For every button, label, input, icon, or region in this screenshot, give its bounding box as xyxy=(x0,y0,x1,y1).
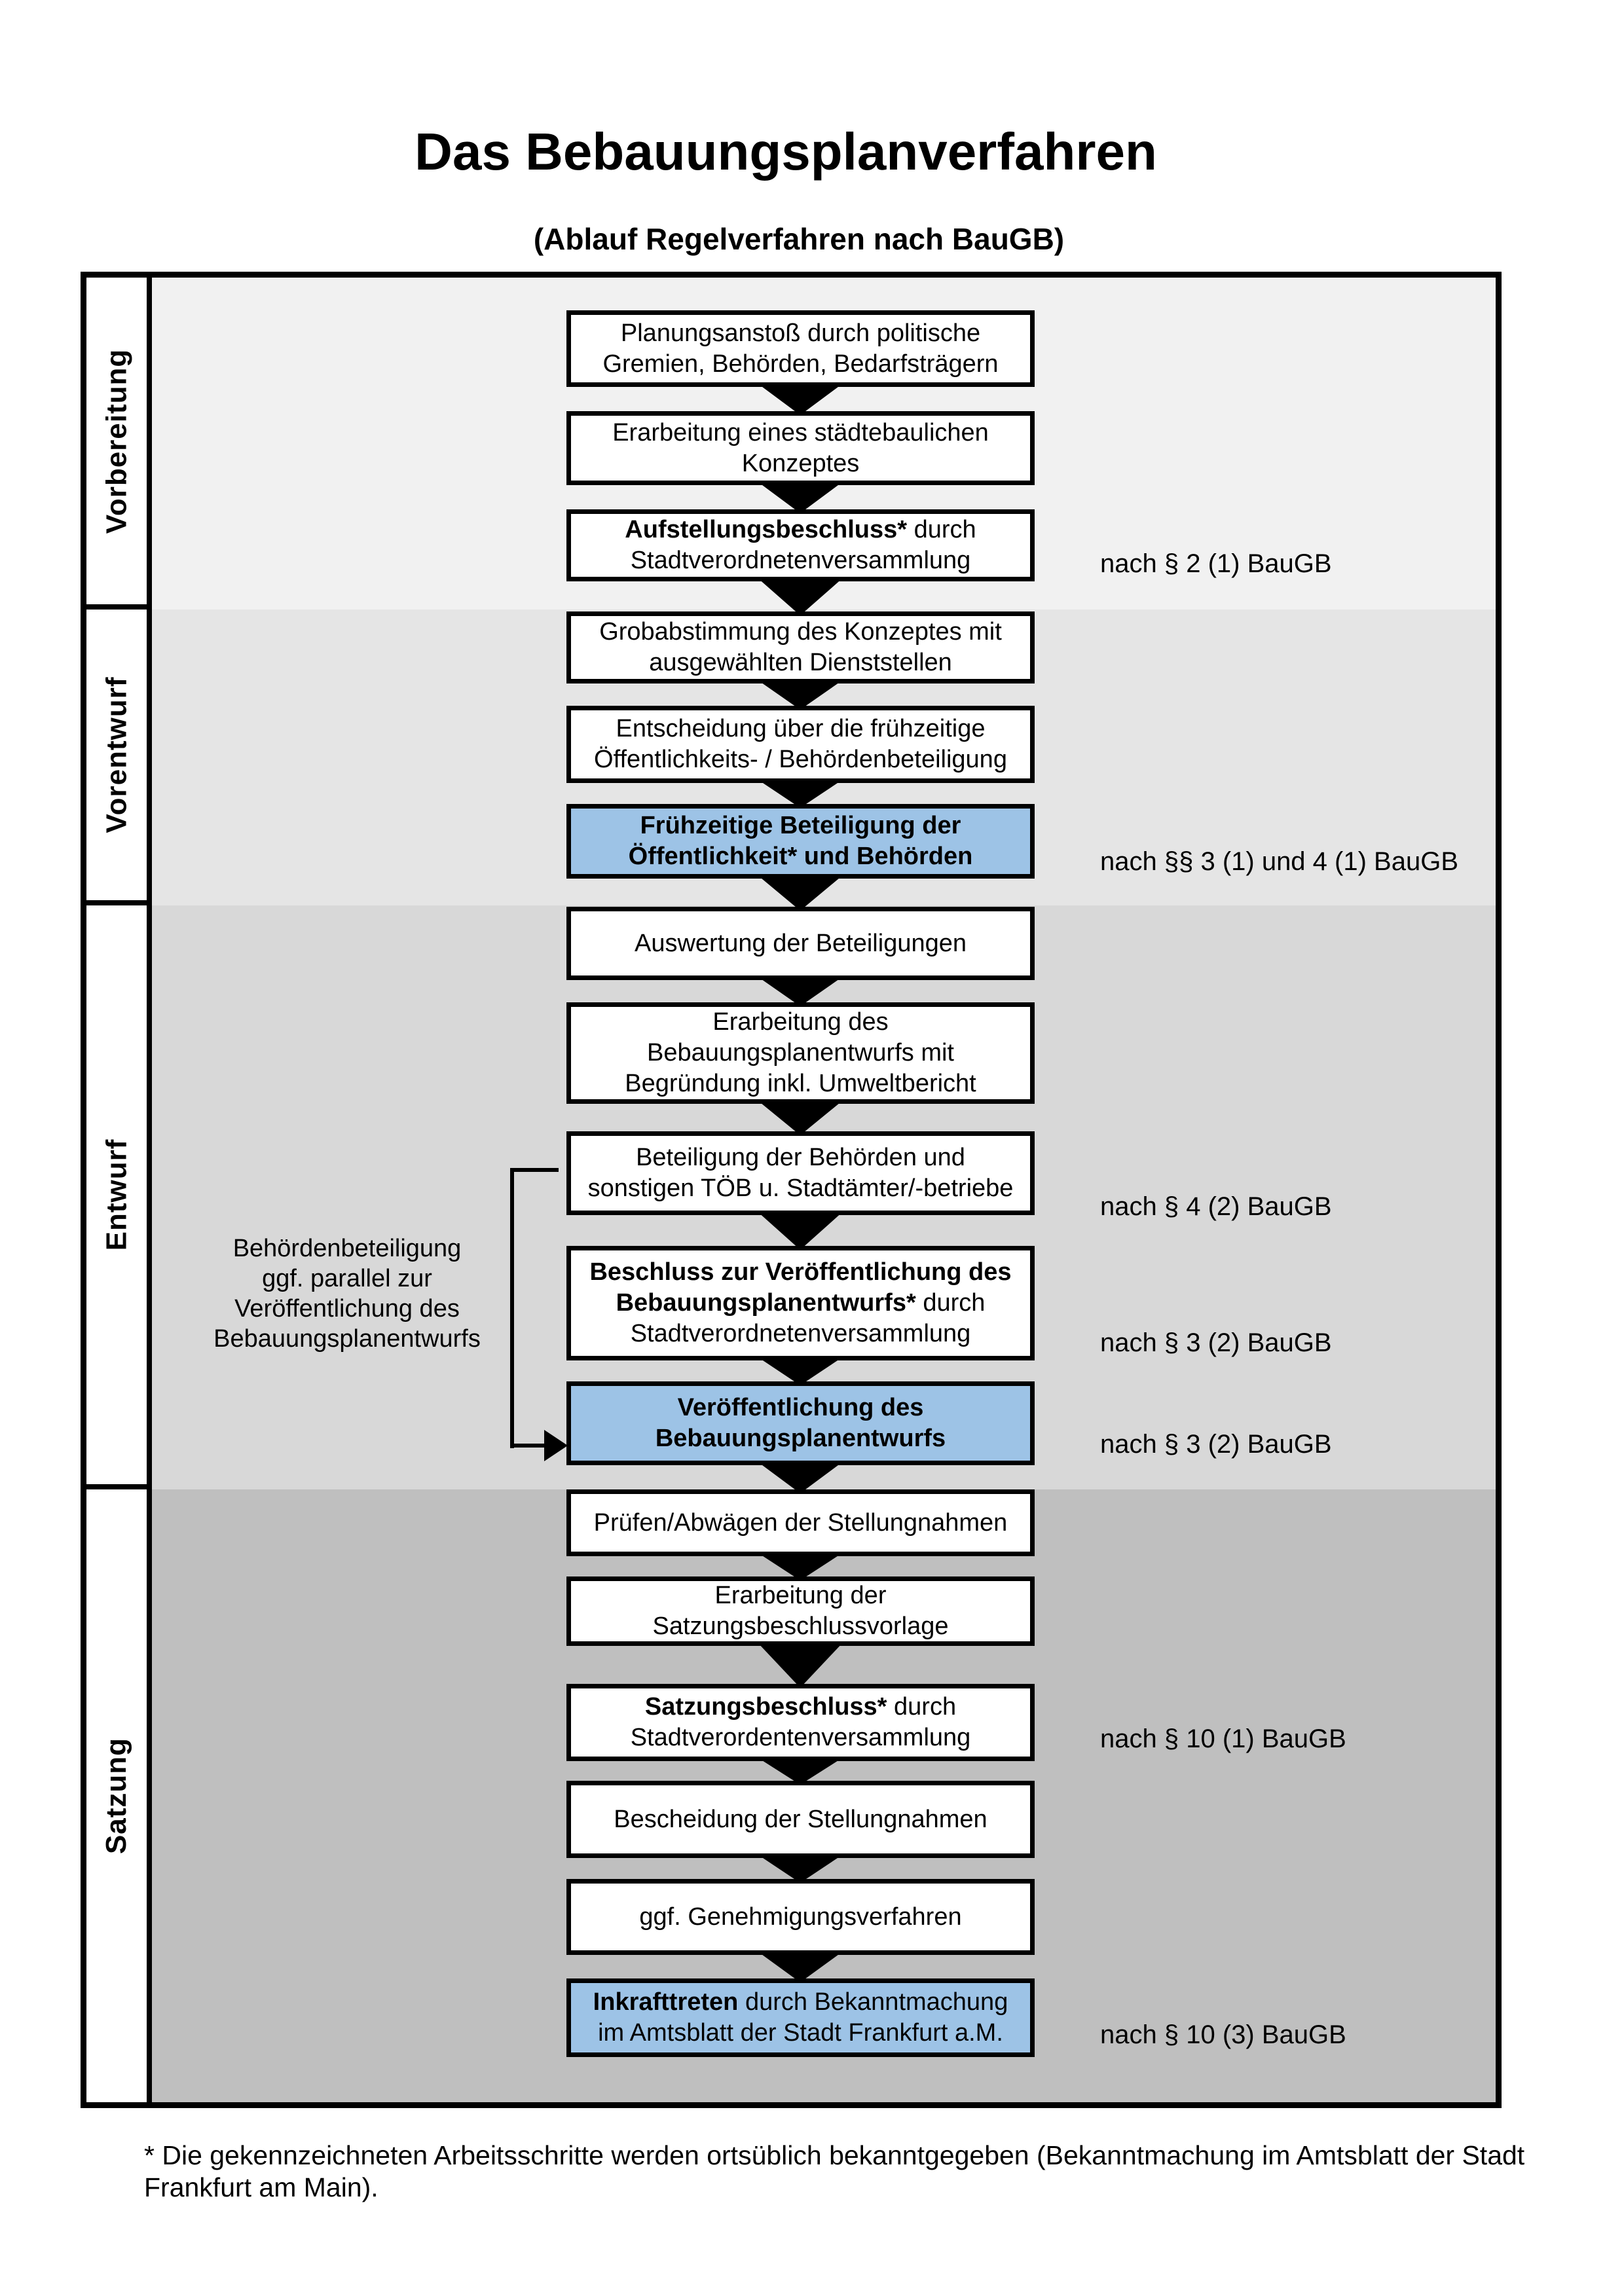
process-box-7: Auswertung der Beteiligungen xyxy=(566,907,1035,980)
process-box-line: Stadtverordnetenversammlung xyxy=(630,547,971,574)
phase-label: Vorentwurf xyxy=(100,676,132,833)
process-box-line: Stadtverordnetenversammlung xyxy=(630,1320,971,1347)
process-box-line: ggf. Genehmigungsverfahren xyxy=(639,1903,962,1931)
flow-arrow-down-icon xyxy=(757,1461,843,1493)
process-box-line: Erarbeitung der xyxy=(714,1582,887,1609)
legal-reference: nach § 2 (1) BauGB xyxy=(1100,549,1332,578)
flow-arrow-down-icon xyxy=(757,383,843,415)
annotation-connector-bottom xyxy=(510,1444,547,1448)
flow-arrow-down-icon xyxy=(757,1951,843,1982)
process-box-line: Erarbeitung des xyxy=(712,1008,889,1036)
process-box-17: Inkrafttreten durch Bekanntmachung im Amt… xyxy=(566,1978,1035,2057)
process-box-line: Gremien, Behörden, Bedarfsträgern xyxy=(602,350,999,378)
phase-label-cell-vorentwurf: Vorentwurf xyxy=(86,610,152,905)
process-box-line: Bebauungsplanentwurfs* durch xyxy=(616,1289,986,1317)
flow-arrow-down-icon xyxy=(757,1642,843,1688)
legal-reference: nach § 10 (3) BauGB xyxy=(1100,2020,1346,2049)
phase-label-cell-satzung: Satzung xyxy=(86,1489,152,2102)
phase-label: Vorbereitung xyxy=(100,348,132,534)
process-box-4: Grobabstimmung des Konzeptes mit ausgewäh… xyxy=(566,611,1035,683)
process-box-line: Bebauungsplanentwurfs xyxy=(655,1425,946,1452)
process-box-line: Inkrafttreten durch Bekanntmachung xyxy=(593,1988,1008,2016)
page-title: Das Bebauungsplanverfahren xyxy=(415,122,1157,181)
flow-arrow-down-icon xyxy=(757,1100,843,1135)
process-box-line: Stadtverordentenversammlung xyxy=(630,1724,971,1751)
process-box-line: Entscheidung über die frühzeitige xyxy=(616,715,986,742)
process-box-line: Bescheidung der Stellungnahmen xyxy=(614,1805,987,1833)
process-box-line: ausgewählten Dienststellen xyxy=(649,649,952,676)
process-box-line: im Amtsblatt der Stadt Frankfurt a.M. xyxy=(598,2019,1003,2047)
phase-label: Entwurf xyxy=(100,1139,133,1251)
flow-arrow-down-icon xyxy=(757,1854,843,1883)
process-box-line: Prüfen/Abwägen der Stellungnahmen xyxy=(593,1508,1008,1537)
phase-label-cell-entwurf: Entwurf xyxy=(86,905,152,1489)
process-box-line: Öffentlichkeit* und Behörden xyxy=(628,843,973,870)
legal-reference: nach § 10 (1) BauGB xyxy=(1100,1724,1346,1753)
process-box-line: Auswertung der Beteiligungen xyxy=(634,929,967,957)
legal-reference: nach §§ 3 (1) und 4 (1) BauGB xyxy=(1100,847,1458,876)
process-box-line: Konzeptes xyxy=(741,449,860,477)
process-box-16: ggf. Genehmigungsverfahren xyxy=(566,1879,1035,1955)
legal-reference: nach § 4 (2) BauGB xyxy=(1100,1192,1332,1221)
process-box-line: Grobabstimmung des Konzeptes mit xyxy=(599,618,1002,646)
flow-arrow-down-icon xyxy=(757,680,843,710)
flow-arrow-down-icon xyxy=(757,577,843,615)
process-box-line: Satzungsbeschluss* durch xyxy=(644,1693,957,1721)
process-box-line: Planungsanstoß durch politische xyxy=(620,319,981,347)
process-box-line: sonstigen TÖB u. Stadtämter/-betriebe xyxy=(587,1175,1014,1202)
flow-arrow-down-icon xyxy=(757,779,843,808)
flow-arrow-down-icon xyxy=(757,481,843,513)
process-box-line: Öffentlichkeits- / Behördenbeteiligung xyxy=(594,746,1007,773)
process-box-9: Beteiligung der Behörden und sonstigen TÖ… xyxy=(566,1131,1035,1215)
process-box-line: Beschluss zur Veröffentlichung des xyxy=(589,1258,1012,1286)
flow-arrow-down-icon xyxy=(757,1552,843,1580)
flow-arrow-down-icon xyxy=(757,976,843,1006)
flow-arrow-down-icon xyxy=(757,1757,843,1785)
annotation-arrow-icon xyxy=(544,1430,568,1461)
process-box-line: Begründung inkl. Umweltbericht xyxy=(625,1070,976,1097)
process-box-line: Bebauungsplanentwurfs mit xyxy=(647,1039,954,1066)
flow-arrow-down-icon xyxy=(757,875,843,911)
annotation-connector-top xyxy=(510,1168,559,1172)
process-box-line: Veröffentlichung des xyxy=(677,1394,924,1421)
legal-reference: nach § 3 (2) BauGB xyxy=(1100,1328,1332,1357)
process-box-line: Erarbeitung eines städtebaulichen xyxy=(612,418,989,446)
side-annotation: Behördenbeteiligung ggf. parallel zur Ve… xyxy=(213,1235,481,1353)
process-box-line: Satzungsbeschlussvorlage xyxy=(652,1613,949,1640)
flow-arrow-down-icon xyxy=(757,1357,843,1385)
footnote: * Die gekennzeichneten Arbeitsschritte w… xyxy=(144,2140,1572,2204)
process-box-line: Beteiligung der Behörden und xyxy=(636,1144,965,1171)
process-box-line: Frühzeitige Beteiligung der xyxy=(640,812,961,839)
phase-label: Satzung xyxy=(100,1737,133,1855)
footnote-text: * Die gekennzeichneten Arbeitsschritte w… xyxy=(144,2140,1525,2202)
page-subtitle: (Ablauf Regelverfahren nach BauGB) xyxy=(533,222,1065,256)
process-box-line: Aufstellungsbeschluss* durch xyxy=(625,516,976,543)
phase-label-cell-vorbereitung: Vorbereitung xyxy=(86,278,152,610)
process-box-12: Prüfen/Abwägen der Stellungnahmen xyxy=(566,1489,1035,1556)
flow-arrow-down-icon xyxy=(757,1211,843,1250)
annotation-connector-vertical xyxy=(510,1168,514,1448)
legal-reference: nach § 3 (2) BauGB xyxy=(1100,1430,1332,1459)
process-box-15: Bescheidung der Stellungnahmen xyxy=(566,1781,1035,1858)
